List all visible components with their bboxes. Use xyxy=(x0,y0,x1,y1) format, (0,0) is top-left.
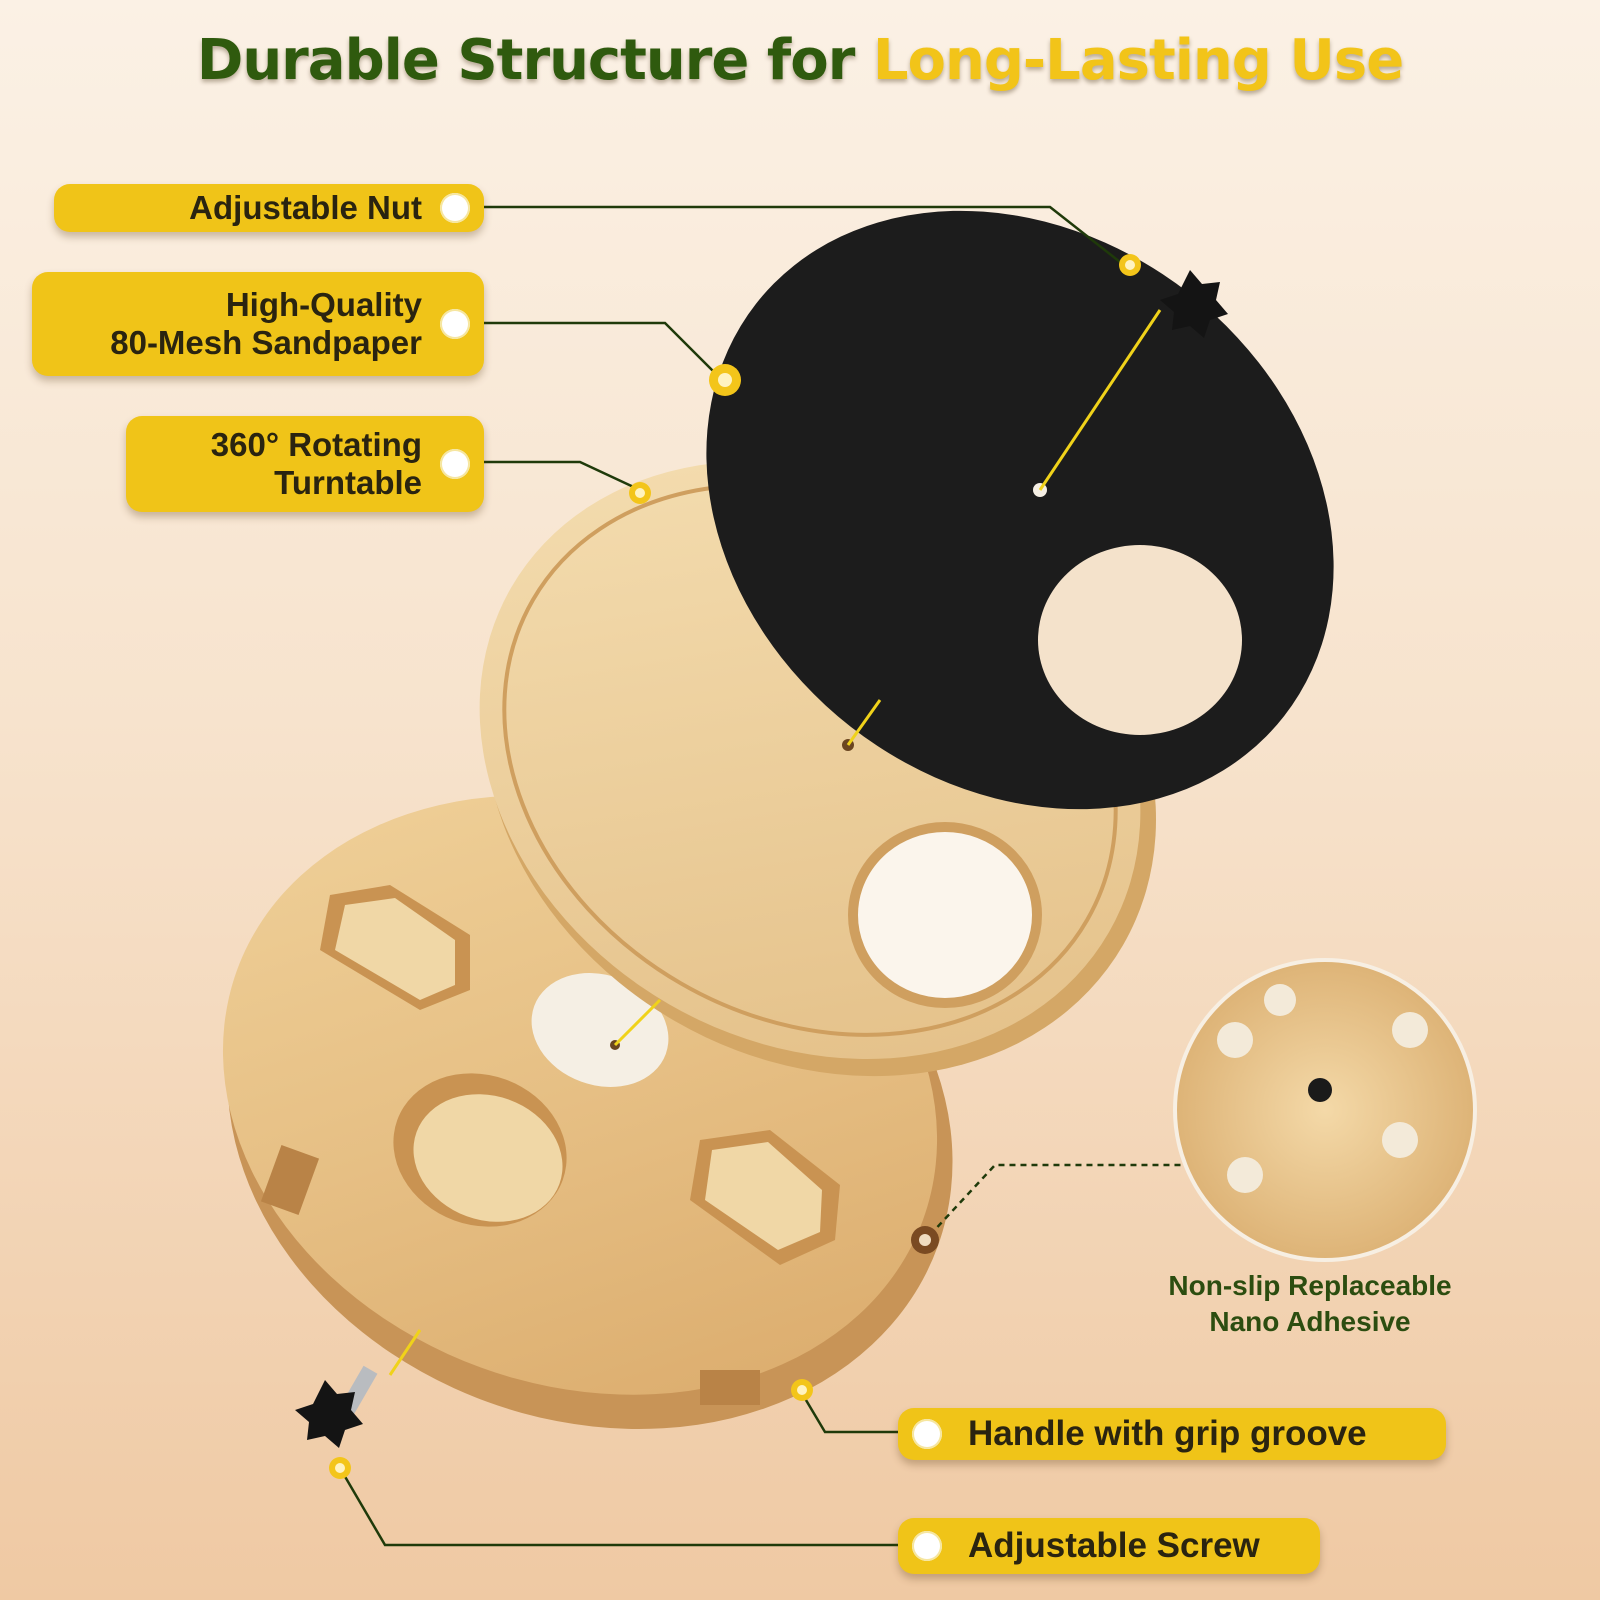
label-sandpaper: High-Quality 80-Mesh Sandpaper xyxy=(32,272,484,376)
callout-dot xyxy=(440,309,470,339)
label-text-line-1: High-Quality xyxy=(225,286,422,324)
title-part-2: Long-Lasting Use xyxy=(872,28,1404,93)
sandpaper-disc xyxy=(706,210,1334,810)
page-title: Durable Structure for Long-Lasting Use xyxy=(0,28,1600,93)
label-text: Handle with grip groove xyxy=(968,1413,1367,1453)
label-screw: Adjustable Screw xyxy=(898,1518,1320,1574)
label-text-line-1: 360° Rotating xyxy=(210,426,422,464)
callout-dot xyxy=(440,449,470,479)
title-part-1: Durable Structure for xyxy=(196,28,855,93)
label-text-line-2: Turntable xyxy=(274,464,422,501)
callout-dot xyxy=(440,193,470,223)
label-adjustable-nut: Adjustable Nut xyxy=(54,184,484,232)
label-text: Adjustable Screw xyxy=(968,1525,1260,1565)
label-text: Adjustable Nut xyxy=(189,189,422,227)
label-turntable: 360° Rotating Turntable xyxy=(126,416,484,512)
adhesive-caption: Non-slip Replaceable Nano Adhesive xyxy=(1120,1268,1500,1341)
label-text-line-2: 80-Mesh Sandpaper xyxy=(110,324,422,361)
caption-line-1: Non-slip Replaceable xyxy=(1168,1270,1452,1301)
adhesive-zoom-inset xyxy=(1173,958,1477,1262)
knob-screw-icon xyxy=(295,1365,378,1448)
callout-dot xyxy=(912,1419,942,1449)
label-handle: Handle with grip groove xyxy=(898,1408,1446,1460)
knob-nut-icon xyxy=(1160,270,1228,338)
caption-line-2: Nano Adhesive xyxy=(1209,1306,1411,1338)
callout-dot xyxy=(912,1531,942,1561)
